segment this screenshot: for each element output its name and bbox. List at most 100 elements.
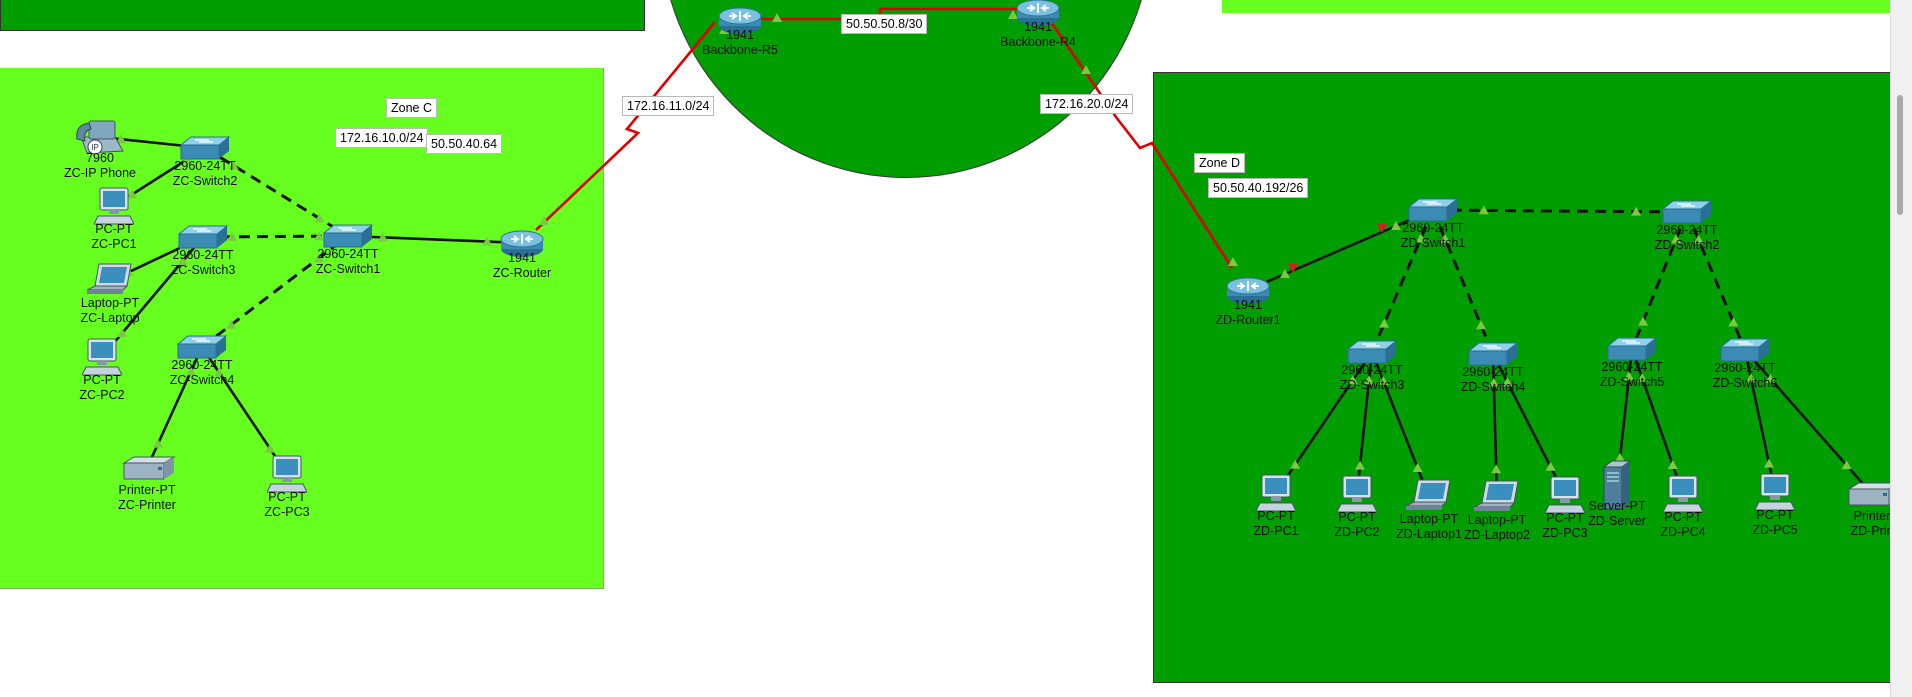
zone-d-network-1[interactable]: 50.50.40.192/26 bbox=[1208, 178, 1309, 198]
backbone-r4-device[interactable] bbox=[1015, 0, 1061, 28]
zd-pc2-device[interactable] bbox=[1336, 474, 1378, 514]
zc_switch1-to-zc_router-cable[interactable] bbox=[347, 234, 523, 245]
zd_router1-to-zd_switch1-cable[interactable] bbox=[1247, 208, 1434, 292]
zc-uplink-serial-cable[interactable] bbox=[535, 21, 717, 231]
zd-uplink-network-label[interactable]: 172.16.20.0/24 bbox=[1040, 94, 1134, 114]
zd-printer-device[interactable] bbox=[1843, 481, 1890, 507]
zd-laptop1-device[interactable] bbox=[1405, 478, 1452, 516]
zone-c-area[interactable] bbox=[0, 68, 604, 589]
zc_switch4-to-zc_pc3-cable[interactable] bbox=[200, 346, 289, 475]
zc-pc2-device[interactable] bbox=[81, 337, 123, 377]
backbone-r5-device[interactable] bbox=[717, 4, 763, 36]
zc-printer-device[interactable] bbox=[118, 455, 176, 481]
zd_switch1-to-zd_switch3-cable[interactable] bbox=[1370, 209, 1435, 353]
zc-uplink-network-label[interactable]: 172.16.11.0/24 bbox=[622, 96, 715, 116]
zc_switch4-to-zc_switch1-cable[interactable] bbox=[201, 234, 349, 349]
link-down-icon bbox=[1377, 224, 1387, 233]
zd_switch2-to-zd_switch5-cable[interactable] bbox=[1630, 211, 1689, 350]
zd_switch5-to-zd_pc4-cable[interactable] bbox=[1630, 348, 1685, 495]
zone-c-network-1[interactable]: 172.16.10.0/24 bbox=[335, 128, 429, 148]
zd_switch6-to-zd_printer-cable[interactable] bbox=[1744, 349, 1873, 495]
zc-router-device[interactable] bbox=[499, 227, 545, 259]
zd-pc3-device[interactable] bbox=[1544, 475, 1586, 515]
zd-switch3-device[interactable] bbox=[1346, 339, 1398, 365]
zd-pc5-device[interactable] bbox=[1754, 472, 1796, 512]
zd-laptop2-device[interactable] bbox=[1473, 479, 1520, 517]
device-name: ZD-Switch3 bbox=[1339, 378, 1405, 392]
zd-switch4-device[interactable] bbox=[1467, 341, 1519, 367]
zd-router1-device[interactable] bbox=[1225, 274, 1271, 306]
zd-pc1-device[interactable] bbox=[1255, 473, 1297, 513]
zd_switch1-to-zd_switch4-cable[interactable] bbox=[1431, 209, 1495, 355]
zd-uplink-serial-cable[interactable] bbox=[1049, 21, 1234, 269]
scrollbar-thumb[interactable] bbox=[1897, 95, 1903, 215]
zd_switch3-to-zd_pc2-cable[interactable] bbox=[1355, 351, 1374, 495]
zc-switch3-device[interactable] bbox=[177, 224, 229, 250]
zd_switch6-to-zd_pc5-cable[interactable] bbox=[1743, 349, 1777, 493]
zc_switch2-to-zc_switch1-cable[interactable] bbox=[204, 146, 349, 238]
zone-top-left-area[interactable] bbox=[0, 0, 645, 31]
zd_switch3-to-zd_laptop1-cable[interactable] bbox=[1370, 351, 1431, 498]
vertical-scrollbar[interactable] bbox=[1890, 0, 1912, 697]
zc-pc1-device[interactable] bbox=[93, 186, 135, 226]
zd-server-device[interactable] bbox=[1602, 459, 1632, 511]
zd-switch1-device[interactable] bbox=[1407, 197, 1459, 223]
zc_switch3-to-zc_switch1-cable[interactable] bbox=[202, 234, 349, 239]
zd_switch2-to-zd_switch6-cable[interactable] bbox=[1685, 211, 1747, 351]
zone-d-label[interactable]: Zone D bbox=[1194, 153, 1245, 173]
zc-switch1-device[interactable] bbox=[322, 223, 374, 249]
zone-top-right-area[interactable] bbox=[1222, 0, 1890, 13]
zd_laptop1-link-status-icon bbox=[1412, 463, 1423, 472]
zd_switch3-to-zd_pc1-cable[interactable] bbox=[1274, 351, 1374, 494]
zc-pc3-device[interactable] bbox=[266, 454, 308, 494]
backbone-link-network-label[interactable]: 50.50.50.8/30 bbox=[841, 14, 928, 34]
zc-switch4-device[interactable] bbox=[176, 334, 228, 360]
zone-c-label[interactable]: Zone C bbox=[386, 98, 437, 118]
zone-c-network-2[interactable]: 50.50.40.64 bbox=[426, 134, 503, 154]
backbone-serial-cable[interactable] bbox=[757, 7, 1022, 21]
device-model: 2960-24TT bbox=[1601, 360, 1663, 374]
zc-laptop-device[interactable] bbox=[86, 262, 133, 300]
zd_switch4-to-zd_laptop2-cable[interactable] bbox=[1491, 353, 1499, 499]
zd_switch4-to-zd_pc3-cable[interactable] bbox=[1491, 353, 1567, 496]
zone-d-area[interactable] bbox=[1153, 72, 1890, 683]
zc-switch2-device[interactable] bbox=[179, 135, 231, 161]
zd-switch5-device[interactable] bbox=[1606, 336, 1658, 362]
zd-pc4-device[interactable] bbox=[1662, 474, 1704, 514]
zc_switch4-to-zc_printer-cable[interactable] bbox=[145, 346, 204, 469]
zd_switch1-to-zd_switch2-cable[interactable] bbox=[1432, 208, 1688, 214]
zd-switch2-device[interactable] bbox=[1661, 199, 1713, 225]
zc-ip-phone-device[interactable]: IP bbox=[75, 117, 125, 157]
zd-switch6-device[interactable] bbox=[1719, 337, 1771, 363]
